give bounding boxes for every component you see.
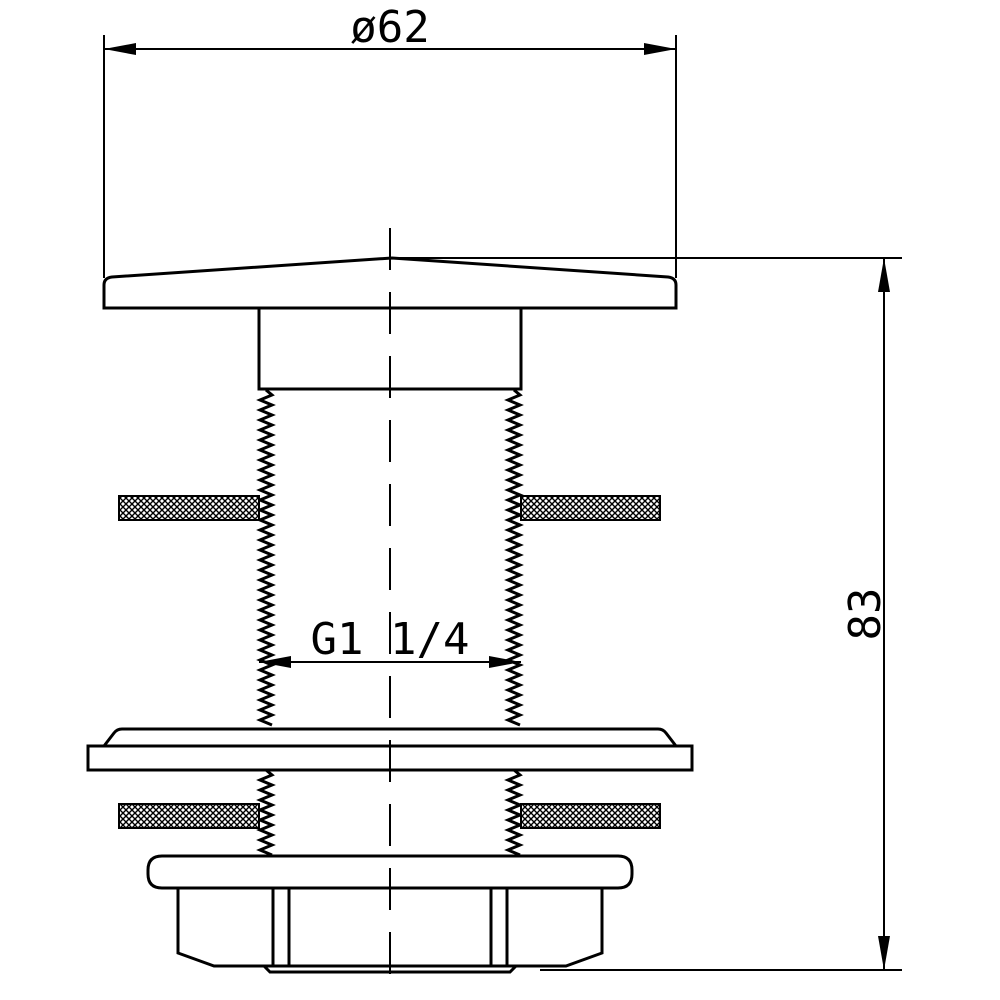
diameter-dimension: ø62 (103, 2, 677, 278)
threaded-body (256, 388, 524, 857)
plug-cap (102, 256, 678, 310)
diameter-label: ø62 (350, 2, 429, 53)
height-label: 83 (840, 588, 891, 641)
basin-section (118, 495, 661, 829)
height-dimension: 83 (392, 257, 902, 971)
